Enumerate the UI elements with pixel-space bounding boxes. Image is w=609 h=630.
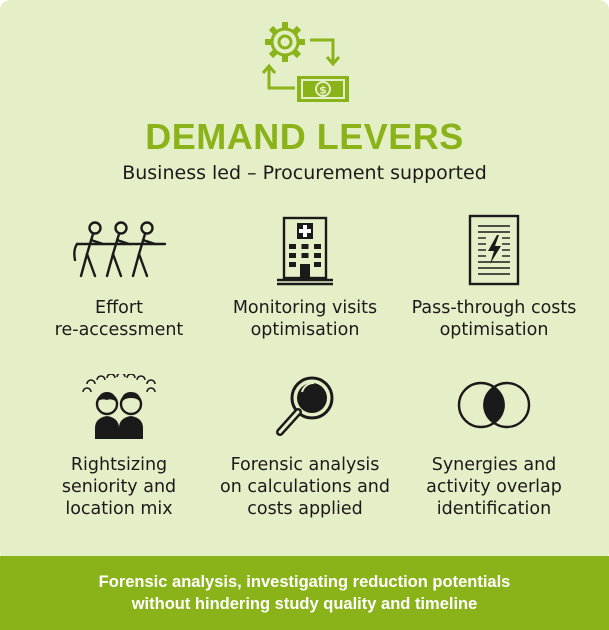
magnifying-glass-icon xyxy=(276,376,334,436)
svg-text:$: $ xyxy=(319,84,327,97)
page-title: DEMAND LEVERS xyxy=(145,116,464,157)
document-lightning-icon xyxy=(468,214,520,286)
lever-pass-through: Pass-through costs optimisation xyxy=(394,214,594,341)
lever-label: Monitoring visits optimisation xyxy=(232,298,378,340)
footer-text: Forensic analysis, investigating reducti… xyxy=(98,573,511,613)
lever-synergies: Synergies and activity overlap identific… xyxy=(394,374,594,520)
lever-label: Rightsizing seniority and location mix xyxy=(61,455,177,519)
lever-label: Effort re-accessment xyxy=(54,298,184,340)
page-subtitle: Business led – Procurement supported xyxy=(122,162,487,184)
lever-label: Synergies and activity overlap identific… xyxy=(426,455,562,519)
tug-of-war-icon xyxy=(73,221,167,278)
lever-forensic: Forensic analysis on calculations and co… xyxy=(205,374,405,520)
footer-banner: Forensic analysis, investigating reducti… xyxy=(0,556,609,630)
levers-panel: $ DEMAND LEVERS Business led – Procureme… xyxy=(0,0,609,562)
venn-overlap-icon xyxy=(457,381,531,429)
lever-rightsizing: Rightsizing seniority and location mix xyxy=(19,374,219,520)
lever-label: Pass-through costs optimisation xyxy=(411,298,577,340)
gear-money-cycle-icon: $ xyxy=(261,22,349,102)
hospital-building-icon xyxy=(277,216,333,286)
lever-monitoring: Monitoring visits optimisation xyxy=(205,214,405,341)
team-crowd-icon xyxy=(82,374,156,439)
lever-label: Forensic analysis on calculations and co… xyxy=(220,455,390,519)
lever-effort: Effort re-accessment xyxy=(19,214,219,341)
